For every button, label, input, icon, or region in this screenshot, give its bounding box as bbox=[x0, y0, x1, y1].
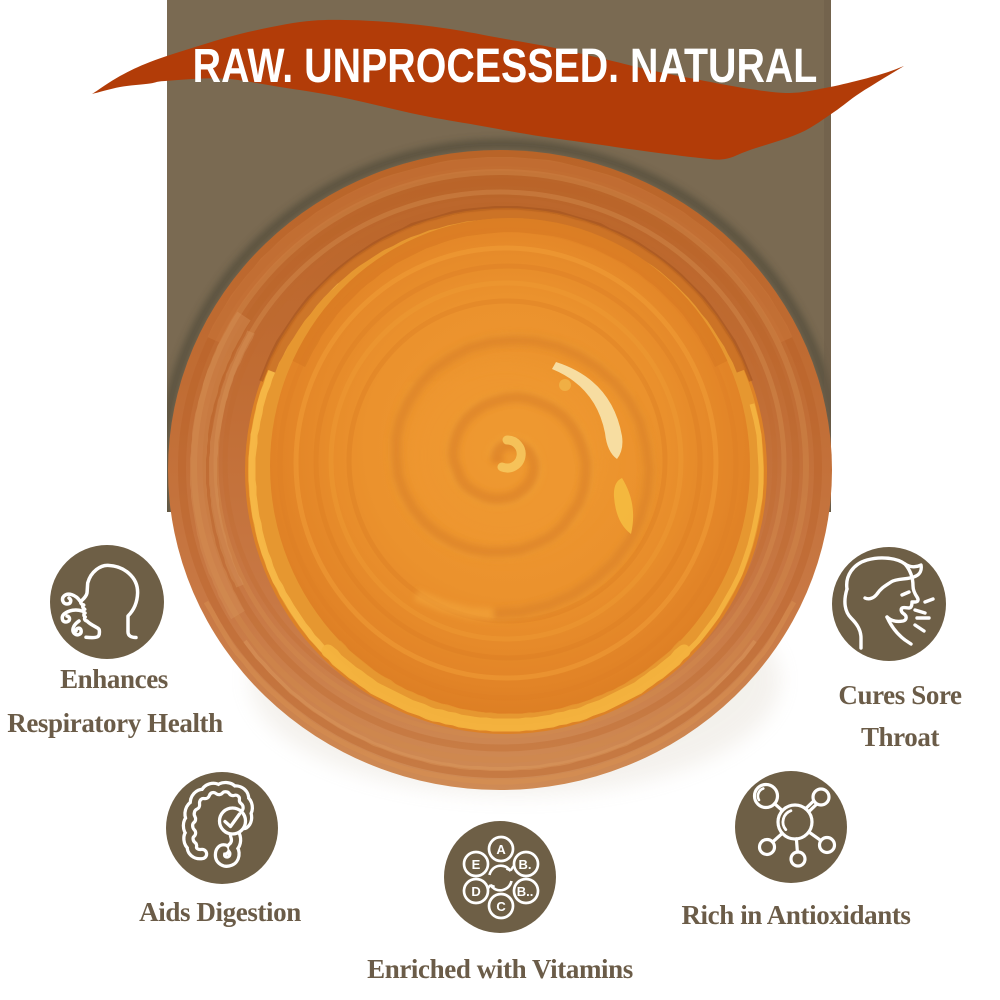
svg-text:D: D bbox=[471, 884, 480, 899]
svg-text:C: C bbox=[496, 899, 506, 914]
svg-text:B.: B. bbox=[519, 857, 532, 872]
svg-text:A: A bbox=[496, 842, 506, 857]
svg-text:E: E bbox=[472, 857, 481, 872]
svg-text:B..: B.. bbox=[517, 884, 534, 899]
